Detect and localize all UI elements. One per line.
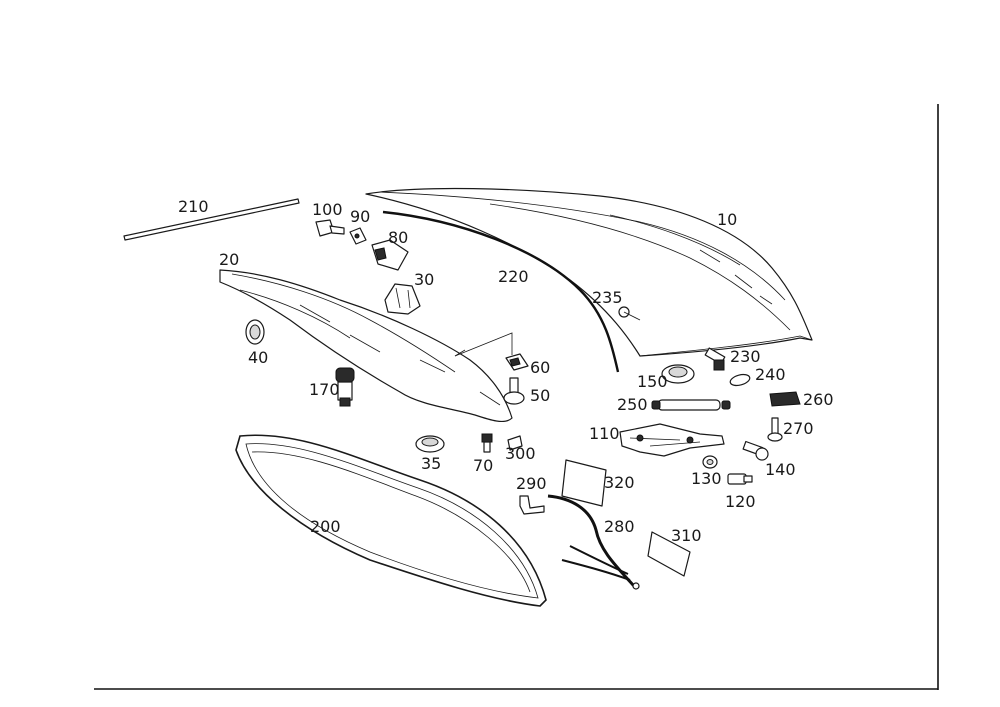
part-90-clip — [349, 227, 367, 245]
part-310-pad — [647, 531, 691, 577]
callout-labels: 10 20 30 35 40 50 60 70 80 90 100 110 12… — [178, 197, 834, 545]
part-220-long-seal — [382, 210, 620, 373]
callout-290: 290 — [516, 474, 547, 493]
part-140-bolt — [742, 440, 769, 461]
callout-90: 90 — [350, 207, 370, 226]
callout-150: 150 — [637, 372, 668, 391]
callout-40: 40 — [248, 348, 268, 367]
part-40-grommet — [245, 319, 265, 345]
part-280-washer-hose — [547, 494, 640, 590]
callout-235: 235 — [592, 288, 623, 307]
callout-20: 20 — [219, 250, 239, 269]
callout-100: 100 — [312, 200, 343, 219]
callout-10: 10 — [717, 210, 737, 229]
callout-240: 240 — [755, 365, 786, 384]
part-170-lock-cylinder — [335, 367, 355, 407]
callout-310: 310 — [671, 526, 702, 545]
callout-80: 80 — [388, 228, 408, 247]
part-320-pad — [561, 459, 607, 507]
part-290-elbow-hose — [519, 495, 545, 515]
part-100-bolt — [315, 219, 345, 237]
part-210-seal-strip — [123, 198, 300, 241]
part-50-screw — [503, 377, 525, 405]
part-80-lock-bracket — [371, 239, 409, 271]
callout-120: 120 — [725, 492, 756, 511]
part-260-clip — [769, 391, 801, 407]
callout-70: 70 — [473, 456, 493, 475]
callout-210: 210 — [178, 197, 209, 216]
part-150-cap — [661, 364, 695, 384]
callout-50: 50 — [530, 386, 550, 405]
callout-30: 30 — [414, 270, 434, 289]
part-130-washer — [702, 455, 718, 469]
part-300-nut — [507, 435, 523, 451]
callout-260: 260 — [803, 390, 834, 409]
callout-300: 300 — [505, 444, 536, 463]
callout-230: 230 — [730, 347, 761, 366]
part-240-ring — [729, 373, 751, 387]
callout-250: 250 — [617, 395, 648, 414]
callout-35: 35 — [421, 454, 441, 473]
callout-170: 170 — [309, 380, 340, 399]
part-200-weatherstrip — [235, 434, 547, 607]
part-60-clip-nut — [505, 353, 529, 371]
part-270-bolt — [767, 417, 783, 442]
part-20-inner-trim-panel — [219, 269, 513, 423]
part-110-hinge — [619, 423, 725, 457]
callout-270: 270 — [783, 419, 814, 438]
part-120-bolt — [727, 473, 753, 485]
part-35-grommet — [415, 435, 445, 453]
leader-lines — [454, 311, 641, 357]
part-30-bracket — [384, 283, 421, 315]
callout-140: 140 — [765, 460, 796, 479]
part-230-bolt — [704, 347, 726, 371]
callout-60: 60 — [530, 358, 550, 377]
callout-130: 130 — [691, 469, 722, 488]
callout-280: 280 — [604, 517, 635, 536]
callout-110: 110 — [589, 424, 620, 443]
callout-320: 320 — [604, 473, 635, 492]
callout-220: 220 — [498, 267, 529, 286]
part-70-pin — [481, 433, 493, 453]
part-250-gas-strut — [651, 399, 731, 411]
callout-200: 200 — [310, 517, 341, 536]
